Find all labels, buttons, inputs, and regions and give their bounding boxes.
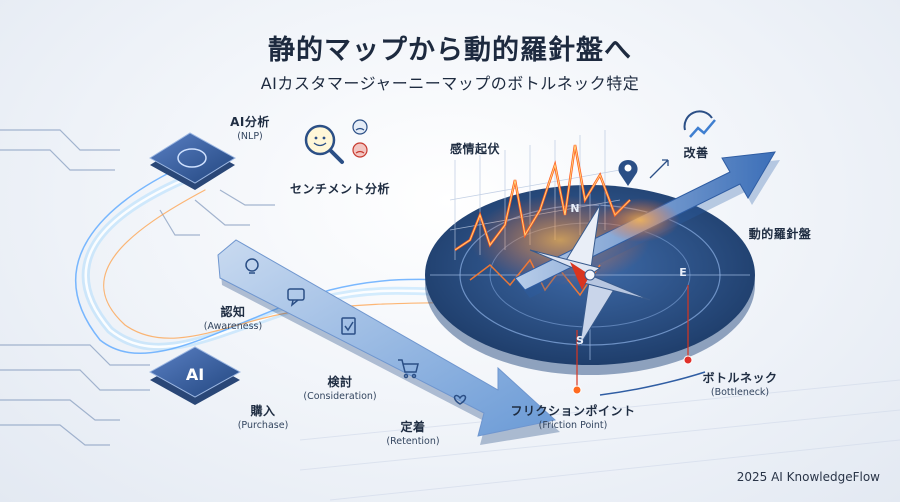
data-stream <box>75 164 524 355</box>
bottleneck-ja: ボトルネック <box>702 371 778 385</box>
friction-link-arrow <box>599 371 706 396</box>
footer-credit: 2025 AI KnowledgeFlow <box>736 470 880 484</box>
compass-e: E <box>679 266 687 279</box>
ai-analysis-label: AI分析 (NLP) <box>220 113 280 142</box>
stage-awareness: 認知 (Awareness) <box>193 303 273 332</box>
compass-n: N <box>570 202 580 215</box>
stage-icons <box>245 258 467 405</box>
bottleneck-en: (Bottleneck) <box>710 387 770 398</box>
page-title: 静的マップから動的羅針盤へ <box>268 35 632 66</box>
purchase-en: (Purchase) <box>237 420 289 431</box>
stage-awareness-ja: 認知 <box>220 305 246 319</box>
compass-ja: 動的羅針盤 <box>748 227 812 241</box>
chip-ai <box>148 346 242 405</box>
compass-s: S <box>576 334 584 347</box>
brain-icon <box>177 148 207 168</box>
stage-awareness-en: (Awareness) <box>203 321 263 332</box>
ai-chip-text: AI <box>185 365 205 384</box>
friction-en: (Friction Point) <box>538 420 608 431</box>
stage-retention-ja: 定着 <box>400 420 426 434</box>
emotion-ja: 感情起伏 <box>449 142 500 156</box>
sentiment-label: センチメント分析 <box>285 180 395 197</box>
compass-label: 動的羅針盤 <box>735 225 825 242</box>
improve-label: 改善 <box>676 144 716 161</box>
trend-up-arrow <box>649 159 669 179</box>
circuit-traces <box>0 129 275 446</box>
clipboard-check-icon <box>341 317 356 335</box>
sad-face-icon <box>352 119 368 135</box>
trend-icon <box>683 110 716 138</box>
friction-ja: フリクションポイント <box>510 404 636 418</box>
improve-ja: 改善 <box>683 146 709 160</box>
chat-bubble-icon <box>287 288 305 307</box>
page-subtitle: AIカスタマージャーニーマップのボトルネック特定 <box>260 74 640 93</box>
emotion-label: 感情起伏 <box>440 140 510 157</box>
heart-hand-icon <box>453 394 467 405</box>
stage-retention: 定着 (Retention) <box>378 418 448 447</box>
person-pin-icon <box>618 160 638 186</box>
stage-retention-en: (Retention) <box>386 436 440 447</box>
stage-consideration-ja: 検討 <box>327 375 353 389</box>
magnifier-icon <box>304 124 344 164</box>
compass-needle <box>529 204 651 346</box>
purchase-label: 購入 (Purchase) <box>228 402 298 431</box>
ai-analysis-en: (NLP) <box>237 131 263 142</box>
ai-analysis-ja: AI分析 <box>230 115 270 129</box>
grid-floor <box>299 379 900 501</box>
stage-consideration-en: (Consideration) <box>303 391 377 402</box>
angry-face-icon <box>352 142 368 158</box>
bottleneck-marker <box>683 285 693 365</box>
friction-label: フリクションポイント (Friction Point) <box>498 402 648 431</box>
stage-consideration: 検討 (Consideration) <box>295 373 385 402</box>
shopping-cart-icon <box>398 359 419 379</box>
bottleneck-label: ボトルネック (Bottleneck) <box>695 369 785 398</box>
chip-nlp <box>149 132 236 190</box>
friction-point-marker <box>572 330 582 395</box>
purchase-ja: 購入 <box>250 404 276 418</box>
lightbulb-icon <box>245 258 259 274</box>
sentiment-ja: センチメント分析 <box>289 182 390 196</box>
